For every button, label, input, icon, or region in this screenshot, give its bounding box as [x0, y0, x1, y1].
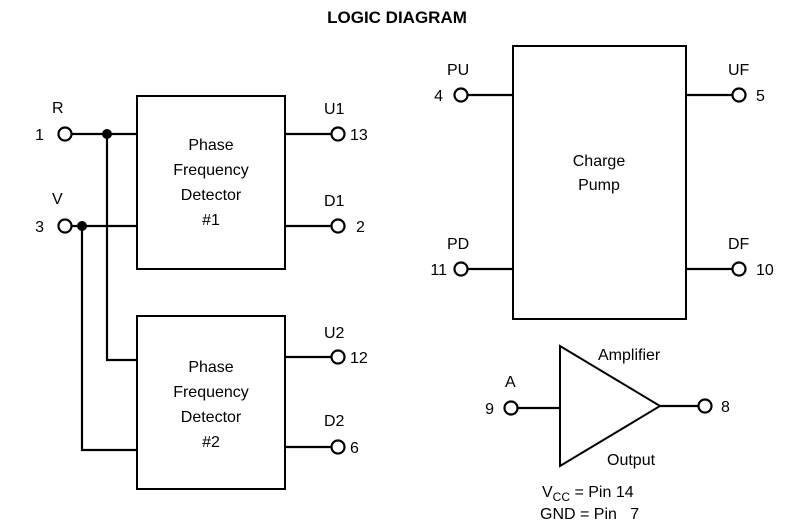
wire-r-to-pfd2: [105, 134, 137, 362]
vcc-main: V: [542, 484, 553, 501]
pfd1-label-line1: Phase: [188, 137, 233, 154]
pin-number-u1: 13: [350, 127, 368, 144]
pin-number-u2: 12: [350, 350, 368, 367]
pfd2-label-line1: Phase: [188, 359, 233, 376]
wire-v-to-pfd2: [80, 226, 137, 452]
pin-a: [503, 400, 519, 416]
junction-dot-v: [77, 221, 87, 231]
pin-r: [57, 126, 73, 142]
phase-frequency-detector-1: [136, 95, 286, 270]
pin-number-pd: 11: [430, 262, 447, 279]
pfd1-label-line3: Detector: [181, 187, 242, 204]
charge-pump: [512, 45, 687, 320]
pfd1-label-line2: Frequency: [173, 162, 249, 179]
amplifier-label: Amplifier: [598, 347, 661, 364]
signal-label-u2: U2: [324, 325, 345, 342]
signal-label-df: DF: [728, 236, 750, 253]
pin-d2: [330, 439, 346, 455]
pin-pu: [453, 87, 469, 103]
vcc-subscript: CC: [553, 490, 571, 504]
pin-number-d1: 2: [356, 219, 365, 236]
pfd2-label-line4: #2: [202, 434, 220, 451]
vcc-pin: = Pin 14: [570, 484, 634, 501]
pin-u2: [330, 349, 346, 365]
pin-pd: [453, 261, 469, 277]
pin-u1: [330, 126, 346, 142]
pin-v: [57, 218, 73, 234]
pin-number-d2: 6: [350, 440, 359, 457]
pin-df: [731, 261, 747, 277]
pin-out: [697, 398, 713, 414]
pin-d1: [330, 218, 346, 234]
input-wiring: [72, 129, 137, 452]
diagram-title: LOGIC DIAGRAM: [327, 8, 467, 27]
signal-label-pu: PU: [447, 62, 469, 79]
pin-uf: [731, 87, 747, 103]
amplifier-output-label: Output: [607, 452, 656, 469]
pin-number-uf: 5: [756, 88, 765, 105]
gnd-note: GND = Pin 7: [540, 506, 639, 523]
charge-pump-label-line1: Charge: [573, 153, 626, 170]
pfd2-label-line3: Detector: [181, 409, 242, 426]
pin-number-pu: 4: [434, 88, 443, 105]
pin-number-v: 3: [35, 219, 44, 236]
pin-number-r: 1: [35, 127, 44, 144]
pin-number-out: 8: [721, 399, 730, 416]
signal-label-d2: D2: [324, 413, 345, 430]
signal-label-pd: PD: [447, 236, 469, 253]
vcc-note: VCC = Pin 14: [542, 484, 634, 504]
signal-label-a: A: [505, 374, 516, 391]
signal-label-r: R: [52, 100, 64, 117]
signal-label-uf: UF: [728, 62, 750, 79]
junction-dot-r: [102, 129, 112, 139]
phase-frequency-detector-2: [136, 315, 286, 490]
amplifier-symbol: [559, 344, 662, 468]
pfd1-label-line4: #1: [202, 212, 220, 229]
signal-label-v: V: [52, 191, 63, 208]
signal-label-u1: U1: [324, 101, 345, 118]
signal-label-d1: D1: [324, 193, 345, 210]
pin-number-df: 10: [756, 262, 774, 279]
pfd2-label-line2: Frequency: [173, 384, 249, 401]
pin-number-a: 9: [485, 401, 494, 418]
charge-pump-label-line2: Pump: [578, 177, 620, 194]
